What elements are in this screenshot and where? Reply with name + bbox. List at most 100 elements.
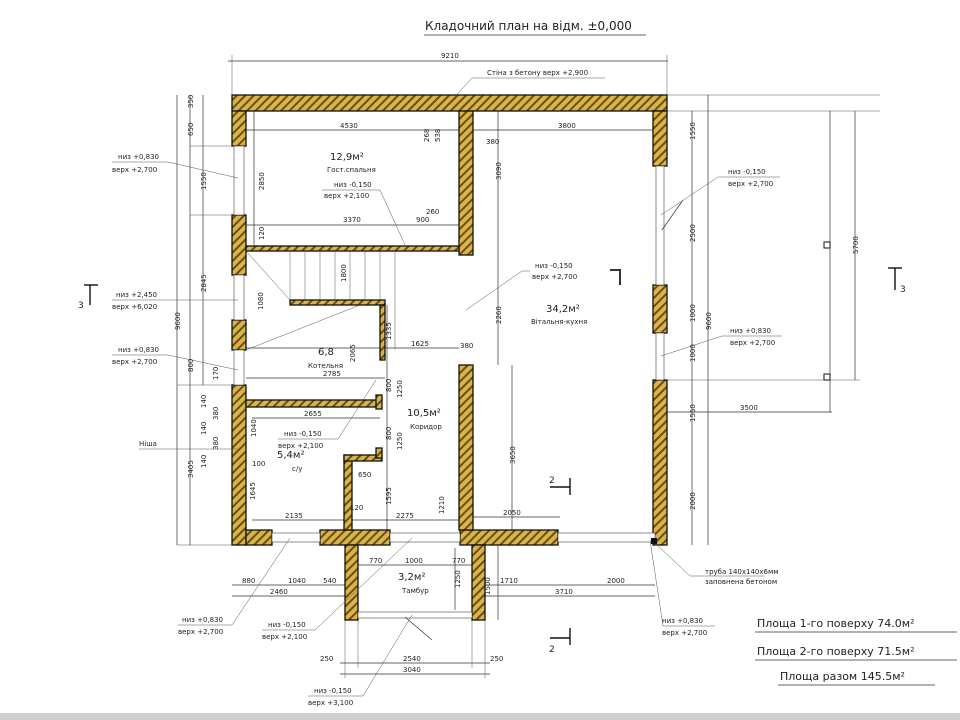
- svg-text:верх +2,700: верх +2,700: [112, 358, 157, 366]
- wall-right: [652, 110, 668, 167]
- svg-text:низ -0,150: низ -0,150: [728, 168, 766, 176]
- svg-text:350: 350: [187, 95, 195, 108]
- svg-text:1800: 1800: [340, 264, 348, 282]
- svg-text:1550: 1550: [689, 404, 697, 422]
- svg-text:2000: 2000: [689, 492, 697, 510]
- room-name: с/у: [292, 465, 302, 473]
- svg-text:2: 2: [549, 476, 555, 486]
- svg-text:низ -0,150: низ -0,150: [334, 181, 372, 189]
- room-area: 12,9м²: [330, 152, 364, 163]
- stair-line: [245, 304, 361, 351]
- svg-text:268: 268: [423, 129, 431, 142]
- drawing-title: Кладочний план на відм. ±0,000: [425, 19, 632, 33]
- total-area: Площа разом 145.5м²: [780, 670, 905, 683]
- corner-mark-icon: [610, 269, 621, 285]
- svg-text:4530: 4530: [340, 122, 358, 130]
- floor1-area: Площа 1-го поверху 74.0м²: [757, 617, 914, 630]
- pillar-icon: [823, 373, 831, 381]
- svg-text:верх +2,700: верх +2,700: [178, 628, 223, 636]
- svg-text:1625: 1625: [411, 340, 429, 348]
- stair-line: [245, 250, 291, 301]
- svg-text:250: 250: [320, 655, 333, 663]
- wall-left: [231, 214, 247, 276]
- pipe-icon: [651, 538, 657, 544]
- svg-text:800: 800: [385, 427, 393, 440]
- svg-text:1250: 1250: [396, 432, 404, 450]
- svg-text:низ +0,830: низ +0,830: [730, 327, 771, 335]
- wall-right: [652, 379, 668, 546]
- room-name: Гост.спальня: [327, 166, 376, 174]
- area-summary: Площа 1-го поверху 74.0м² Площа 2-го пов…: [755, 617, 957, 686]
- room-name: Коридор: [410, 423, 442, 431]
- wall-bathroom: [245, 399, 381, 408]
- svg-text:540: 540: [323, 577, 336, 585]
- wall-bathroom: [375, 447, 383, 459]
- wall-right: [652, 284, 668, 334]
- niche-label: Ніша: [139, 440, 157, 448]
- room-name: Тамбур: [401, 587, 429, 595]
- wall-bottom: [319, 529, 391, 546]
- openings: [233, 145, 831, 641]
- wall-bottom: [459, 529, 559, 546]
- svg-text:1250: 1250: [396, 380, 404, 398]
- wall-stair: [289, 299, 386, 306]
- svg-text:2655: 2655: [304, 410, 322, 418]
- svg-text:2000: 2000: [607, 577, 625, 585]
- wall-left: [231, 319, 247, 351]
- wall-left: [231, 110, 247, 147]
- svg-text:2500: 2500: [689, 224, 697, 242]
- svg-text:1595: 1595: [385, 487, 393, 505]
- room-area: 34,2м²: [546, 304, 580, 315]
- svg-text:верх +2,100: верх +2,100: [278, 442, 323, 450]
- dimension-labels-vertical: 350 650 1550 2845 9600 800 3405 2850 120…: [174, 95, 860, 595]
- svg-text:140: 140: [200, 422, 208, 435]
- svg-text:140: 140: [200, 395, 208, 408]
- svg-text:650: 650: [358, 471, 371, 479]
- svg-text:100: 100: [252, 460, 265, 468]
- svg-text:верх +2,700: верх +2,700: [112, 166, 157, 174]
- door-swing: [404, 616, 433, 641]
- svg-text:2: 2: [549, 645, 555, 655]
- pillar-icon: [823, 241, 831, 249]
- svg-text:3: 3: [900, 285, 906, 295]
- svg-text:770: 770: [369, 557, 382, 565]
- svg-text:низ -0,150: низ -0,150: [284, 430, 322, 438]
- svg-text:2260: 2260: [495, 306, 503, 324]
- svg-text:880: 880: [242, 577, 255, 585]
- svg-text:260: 260: [426, 208, 439, 216]
- svg-text:900: 900: [416, 216, 429, 224]
- svg-text:2460: 2460: [270, 588, 288, 596]
- wall-bathroom: [375, 394, 383, 410]
- svg-text:380: 380: [460, 342, 473, 350]
- svg-text:2850: 2850: [258, 172, 266, 190]
- svg-text:2135: 2135: [285, 512, 303, 520]
- opening-tags: низ +0,830 верх +2,700 низ -0,150 верх +2,…: [112, 153, 782, 707]
- svg-text:1000: 1000: [689, 304, 697, 322]
- svg-text:1250: 1250: [454, 570, 462, 588]
- room-area: 6,8: [318, 347, 334, 358]
- svg-text:3710: 3710: [555, 588, 573, 596]
- svg-text:1000: 1000: [405, 557, 423, 565]
- wall-interior: [458, 364, 474, 531]
- svg-text:верх +2,700: верх +2,700: [662, 629, 707, 637]
- floor2-area: Площа 2-го поверху 71.5м²: [757, 645, 914, 658]
- wall-left: [231, 384, 247, 546]
- svg-text:1000: 1000: [689, 344, 697, 362]
- svg-text:верх +2,100: верх +2,100: [262, 633, 307, 641]
- wall-bathroom: [343, 454, 353, 531]
- svg-text:1500: 1500: [484, 577, 492, 595]
- svg-text:низ +0,830: низ +0,830: [662, 617, 703, 625]
- svg-text:3800: 3800: [558, 122, 576, 130]
- svg-text:800: 800: [187, 359, 195, 372]
- svg-text:2785: 2785: [323, 370, 341, 378]
- room-area: 5,4м²: [277, 450, 304, 461]
- svg-text:1080: 1080: [257, 292, 265, 310]
- svg-text:1040: 1040: [288, 577, 306, 585]
- wall-stair: [245, 245, 460, 252]
- svg-text:380: 380: [212, 407, 220, 420]
- svg-text:низ +2,450: низ +2,450: [116, 291, 157, 299]
- svg-text:низ -0,150: низ -0,150: [268, 621, 306, 629]
- svg-text:3405: 3405: [187, 460, 195, 478]
- pipe-callout: заповнена бетоном: [705, 578, 777, 586]
